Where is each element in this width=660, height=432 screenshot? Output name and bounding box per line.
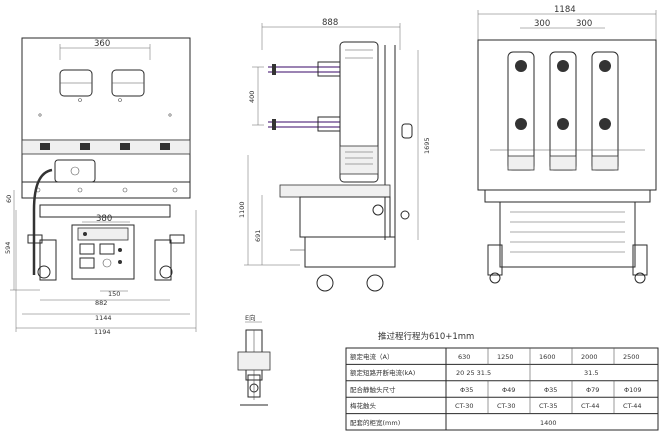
dim-side-1695: 1695 <box>423 137 431 154</box>
cell-r3-c2: CT-35 <box>539 402 558 410</box>
dim-side-400: 400 <box>248 91 256 103</box>
cell-r4-c0: 1400 <box>540 419 557 427</box>
cell-r0-c0: 630 <box>458 353 470 361</box>
cell-r1-c1: 31.5 <box>584 369 598 377</box>
cell-r1-c0: 20 25 31.5 <box>456 369 491 377</box>
cell-r2-c0: Φ35 <box>460 386 473 394</box>
row-label-breaking-current: 额定短路开断电流(kA) <box>350 368 415 377</box>
dim-side-691: 691 <box>254 230 262 242</box>
dim-front-60: 60 <box>5 195 13 203</box>
dim-side-888: 888 <box>322 18 338 28</box>
side-view: 888 400 1100 691 1695 <box>238 18 431 292</box>
cell-r2-c4: Φ109 <box>624 386 642 394</box>
dim-rear-300-right: 300 <box>576 19 592 29</box>
cell-r0-c4: 2500 <box>623 353 640 361</box>
detail-label: E向 <box>245 313 256 322</box>
spec-table: 推过程行程为610+1mm 额定电流（A） 额定短路开断电流(kA) 配合静触头… <box>345 331 659 431</box>
row-label-cabinet-width: 配套的柜宽(mm) <box>350 418 400 427</box>
dim-front-360: 360 <box>94 39 110 49</box>
cell-r0-c2: 1600 <box>539 353 556 361</box>
dim-side-1100: 1100 <box>238 201 246 218</box>
dim-front-1194: 1194 <box>94 328 111 336</box>
detail-e-view: E向 <box>237 313 271 406</box>
rear-view: 1184 300 300 <box>477 5 657 284</box>
dim-rear-1184: 1184 <box>554 5 576 15</box>
row-label-tulip-contact: 梅花触头 <box>350 401 377 410</box>
row-label-rated-current: 额定电流（A） <box>350 352 393 361</box>
cell-r2-c1: Φ49 <box>502 386 515 394</box>
table-caption: 推过程行程为610+1mm <box>378 331 474 342</box>
cell-r0-c3: 2000 <box>581 353 598 361</box>
cell-r3-c3: CT-44 <box>581 402 600 410</box>
cell-r2-c3: Φ79 <box>586 386 599 394</box>
cell-r3-c0: CT-30 <box>455 402 474 410</box>
dim-front-882: 882 <box>95 299 107 307</box>
dim-front-150: 150 <box>108 290 120 298</box>
row-label-contact-size: 配合静触头尺寸 <box>350 385 396 394</box>
dim-rear-300-left: 300 <box>534 19 550 29</box>
front-view: 360 60 594 <box>4 37 197 336</box>
cell-r2-c2: Φ35 <box>544 386 557 394</box>
cell-r0-c1: 1250 <box>497 353 514 361</box>
dim-front-1144: 1144 <box>95 314 112 322</box>
dim-front-594: 594 <box>4 242 12 254</box>
cell-r3-c4: CT-44 <box>623 402 642 410</box>
dim-front-380: 380 <box>96 214 112 224</box>
cell-r3-c1: CT-30 <box>497 402 516 410</box>
